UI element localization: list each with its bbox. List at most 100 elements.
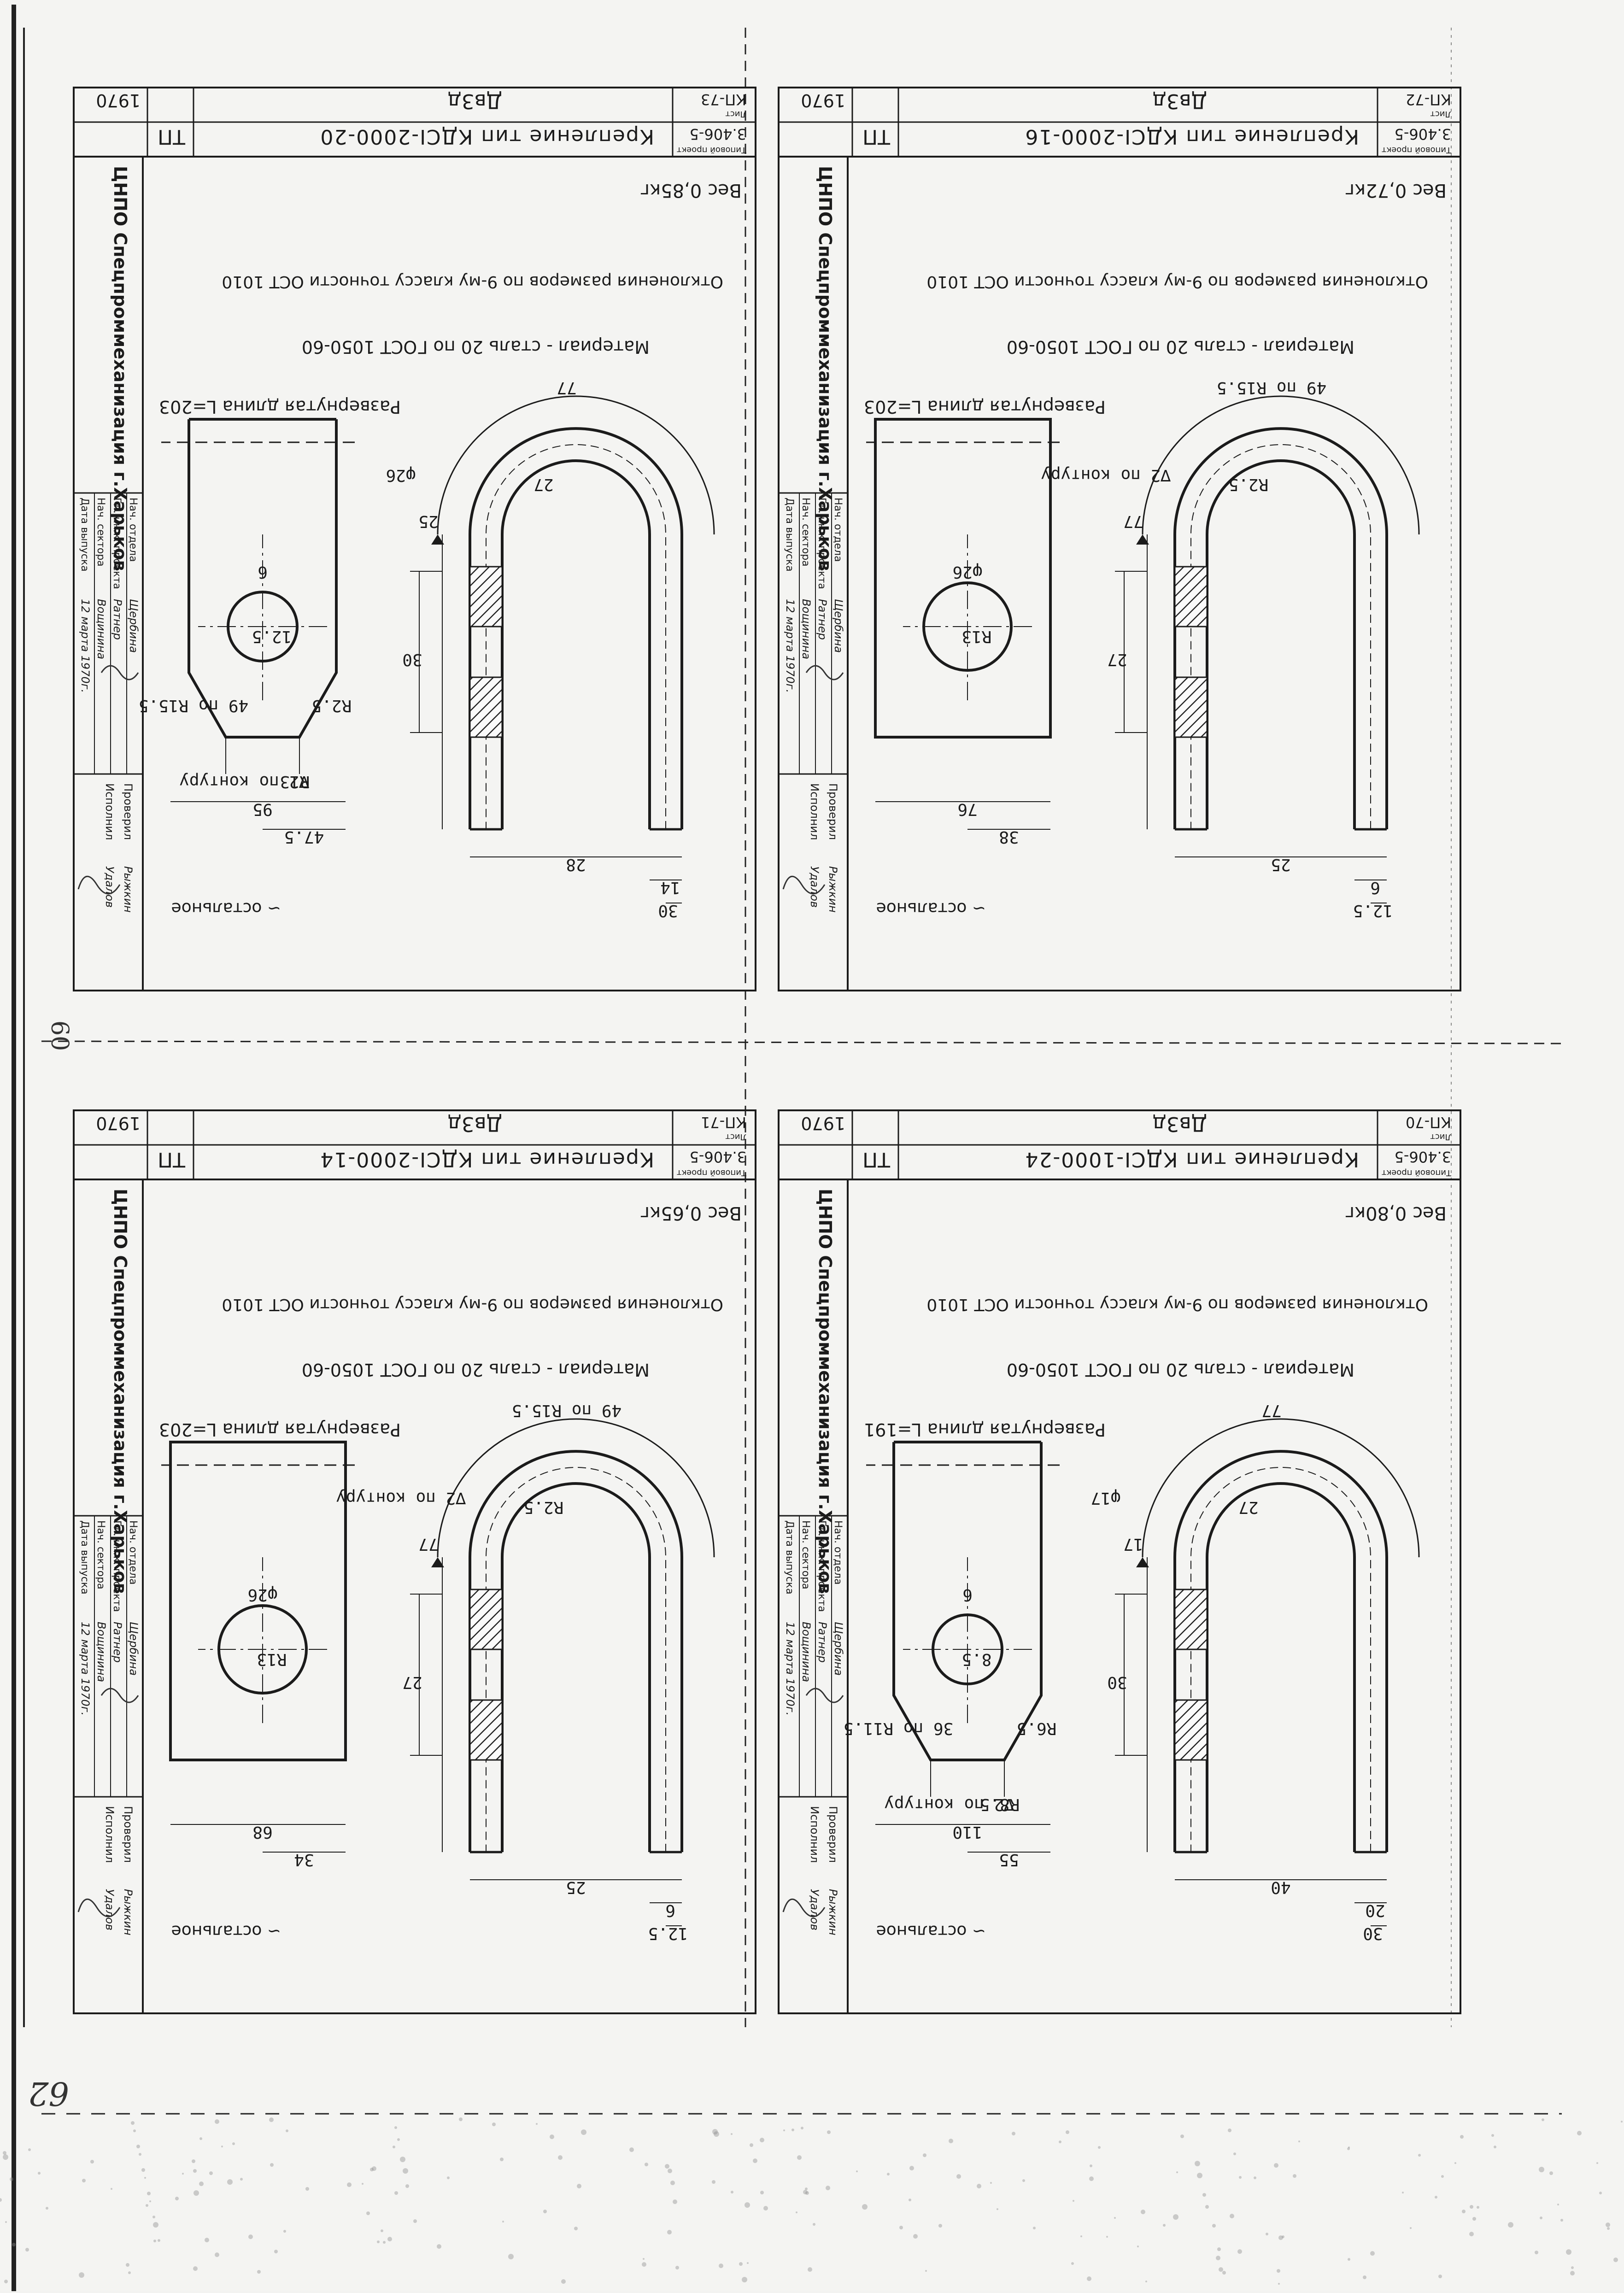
- hole-section-hatch: [469, 1699, 503, 1761]
- stamp-role: Исполнил: [103, 783, 116, 840]
- scan-speck: [1219, 2267, 1223, 2272]
- scan-speck: [146, 2204, 148, 2207]
- scan-speck: [645, 2163, 648, 2166]
- scan-speck: [459, 2117, 463, 2121]
- series-code: 3.406-5: [689, 1148, 746, 1166]
- stamp-role: Нач. сектора: [95, 498, 106, 567]
- tolerance-note: Отклонения размеров по 9-му классу точно…: [222, 272, 723, 291]
- scan-speck: [394, 2191, 398, 2195]
- dimension-label: 68: [252, 1823, 272, 1841]
- drawing-title: Крепление тип КДСI-1000-24: [1024, 1148, 1359, 1171]
- scan-speck: [1570, 2271, 1575, 2275]
- blank-outline: [874, 418, 1052, 739]
- dimension-label: 28: [566, 855, 586, 874]
- developed-length-arc: [1142, 1418, 1420, 1558]
- stamp-name: Ратнер: [111, 599, 124, 640]
- scan-speck: [500, 2158, 504, 2161]
- sheet-caption: Лист: [1430, 109, 1451, 119]
- scan-speck: [1278, 2235, 1283, 2240]
- stamp-role: Гл. инж. проекта: [816, 1520, 827, 1612]
- scan-speck: [1089, 2176, 1094, 2181]
- stamp-name: Удалов: [103, 1889, 116, 1930]
- dimension-label: 25: [566, 1878, 586, 1897]
- scan-speck: [801, 2127, 803, 2129]
- scan-speck: [1266, 2233, 1268, 2235]
- drawing-kdsi-2000-16: Крепление тип КДСI-2000-16Дв3дТП1970Типо…: [778, 87, 1461, 991]
- signature-scribble: [782, 875, 826, 895]
- stamp-name: Ратнер: [111, 1622, 124, 1663]
- scan-speck: [750, 2143, 753, 2147]
- scan-speck: [1237, 2249, 1242, 2254]
- scan-speck: [1540, 2217, 1542, 2219]
- scan-speck: [193, 2169, 197, 2173]
- scan-speck: [387, 2237, 392, 2241]
- dimension-label: 77: [1123, 512, 1143, 531]
- scan-speck: [1230, 2214, 1234, 2218]
- scan-speck: [1205, 2205, 1209, 2209]
- year-label: 1970: [801, 90, 845, 111]
- stamp-role: Гл. инж. проекта: [111, 498, 123, 589]
- scan-speck: [990, 2182, 992, 2184]
- scan-speck: [1560, 2219, 1563, 2222]
- strip-inner-edge: [501, 1482, 651, 1852]
- scan-speck: [90, 2160, 94, 2164]
- scan-speck: [1114, 2217, 1116, 2219]
- series-caption: Типовой проект: [677, 145, 747, 155]
- scan-speck: [46, 2207, 48, 2210]
- scan-speck: [1216, 2256, 1220, 2260]
- stamp-name: Рыжкин: [122, 866, 135, 913]
- sheet-number: КП-73: [701, 91, 746, 108]
- scan-speck: [712, 2180, 715, 2184]
- scan-speck: [136, 2145, 140, 2148]
- scan-speck: [1470, 2205, 1473, 2209]
- scan-speck: [215, 2252, 219, 2257]
- stamp-name: Рыжкин: [827, 1889, 839, 1935]
- scan-speck: [362, 2183, 363, 2185]
- signature-stamp: [73, 156, 144, 991]
- scan-speck: [1577, 2131, 1582, 2135]
- dimension-label: φ26: [247, 1585, 277, 1604]
- scan-speck: [1022, 2179, 1025, 2182]
- tolerance-note: Отклонения размеров по 9-му классу точно…: [222, 1295, 723, 1314]
- scan-speck: [712, 2129, 718, 2135]
- series-caption: Типовой проект: [1382, 145, 1452, 155]
- blank-length-note: Развернутая длина L=203: [864, 397, 1106, 417]
- signature-scribble: [805, 665, 844, 680]
- scan-speck: [791, 2129, 794, 2131]
- hole-section-hatch: [469, 566, 503, 627]
- scan-speck: [1566, 2249, 1571, 2255]
- surface-rest-note: ∽ остальное: [876, 899, 986, 918]
- material-note: Материал - сталь 20 по ГОСТ 1050-60: [1007, 1360, 1354, 1380]
- scan-speck: [153, 2240, 156, 2242]
- signature-stamp: [778, 156, 849, 991]
- scan-speck: [205, 2238, 209, 2242]
- developed-length-arc: [437, 1418, 715, 1558]
- scan-speck: [175, 2197, 179, 2200]
- stamp-name: Вощинина: [800, 599, 813, 659]
- scan-speck: [133, 2129, 136, 2132]
- scan-speck: [997, 2208, 998, 2210]
- scan-speck: [131, 2121, 135, 2125]
- signature-scribble: [782, 1898, 826, 1918]
- dimension-label: 55: [999, 1850, 1019, 1869]
- scan-speck: [581, 2129, 586, 2135]
- sheet-caption: Лист: [1430, 1132, 1451, 1142]
- organization-name: ЦНПО Спецпроммеханизация г.Харьков: [815, 1189, 835, 1594]
- surface-rest-note: ∽ остальное: [876, 1922, 986, 1941]
- scan-speck: [856, 2170, 858, 2172]
- dimension-label: R13: [962, 627, 991, 646]
- scan-speck: [1282, 2235, 1284, 2238]
- scan-speck: [38, 2172, 41, 2175]
- scan-speck: [670, 2181, 675, 2185]
- stamp-name: Рыжкин: [827, 866, 839, 913]
- scan-speck: [149, 2200, 151, 2202]
- dimension-label: 27: [1238, 1498, 1258, 1517]
- scan-speck: [673, 2199, 677, 2204]
- u-bend-view: [1115, 395, 1420, 903]
- scan-speck: [12, 2243, 16, 2246]
- dimension-label: 6: [962, 1585, 973, 1604]
- surface-rest-note: ∽ остальное: [171, 1922, 281, 1941]
- scan-speck: [719, 2264, 723, 2268]
